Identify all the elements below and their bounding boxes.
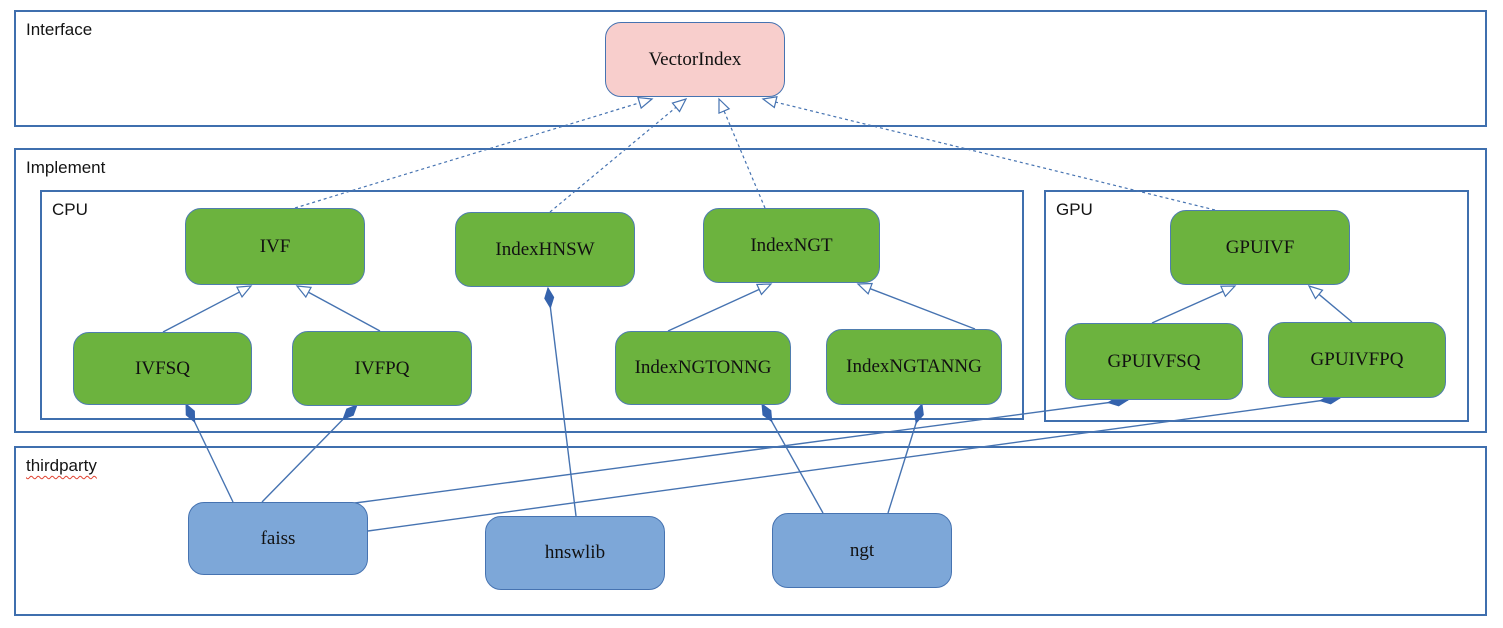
node-hnswlib[interactable]: hnswlib bbox=[485, 516, 665, 590]
node-gpuivfpq[interactable]: GPUIVFPQ bbox=[1268, 322, 1446, 398]
node-indexngtonng-label: IndexNGTONNG bbox=[634, 357, 772, 378]
node-ivf[interactable]: IVF bbox=[185, 208, 365, 285]
interface-label: Interface bbox=[26, 20, 93, 39]
node-ngt-label: ngt bbox=[849, 539, 875, 561]
thirdparty-label: thirdparty bbox=[26, 456, 97, 475]
node-indexngtanng[interactable]: IndexNGTANNG bbox=[826, 329, 1002, 405]
node-ngt[interactable]: ngt bbox=[772, 513, 952, 588]
node-ivfsq[interactable]: IVFSQ bbox=[73, 332, 252, 405]
node-hnswlib-label: hnswlib bbox=[544, 542, 606, 563]
node-vectorindex[interactable]: VectorIndex bbox=[605, 22, 785, 97]
node-ivf-label: IVF bbox=[259, 235, 291, 257]
node-indexngt-label: IndexNGT bbox=[750, 234, 833, 256]
node-faiss-label: faiss bbox=[260, 527, 296, 549]
node-gpuivf-label: GPUIVF bbox=[1225, 236, 1295, 258]
node-faiss[interactable]: faiss bbox=[188, 502, 368, 575]
implement-label: Implement bbox=[26, 158, 106, 177]
node-ivfsq-label: IVFSQ bbox=[135, 357, 190, 379]
gpu-label: GPU bbox=[1056, 200, 1093, 219]
node-indexhnsw[interactable]: IndexHNSW bbox=[455, 212, 635, 287]
node-gpuivfsq[interactable]: GPUIVFSQ bbox=[1065, 323, 1243, 400]
node-gpuivfpq-label: GPUIVFPQ bbox=[1310, 349, 1404, 370]
node-indexngtonng[interactable]: IndexNGTONNG bbox=[615, 331, 791, 405]
node-gpuivf[interactable]: GPUIVF bbox=[1170, 210, 1350, 285]
node-indexhnsw-label: IndexHNSW bbox=[495, 238, 595, 260]
node-indexngtanng-label: IndexNGTANNG bbox=[846, 356, 982, 377]
node-gpuivfsq-label: GPUIVFSQ bbox=[1107, 350, 1201, 372]
cpu-label: CPU bbox=[52, 200, 88, 219]
node-vectorindex-label: VectorIndex bbox=[648, 48, 742, 70]
node-indexngt[interactable]: IndexNGT bbox=[703, 208, 880, 283]
node-ivfpq-label: IVFPQ bbox=[354, 357, 410, 379]
node-ivfpq[interactable]: IVFPQ bbox=[292, 331, 472, 406]
